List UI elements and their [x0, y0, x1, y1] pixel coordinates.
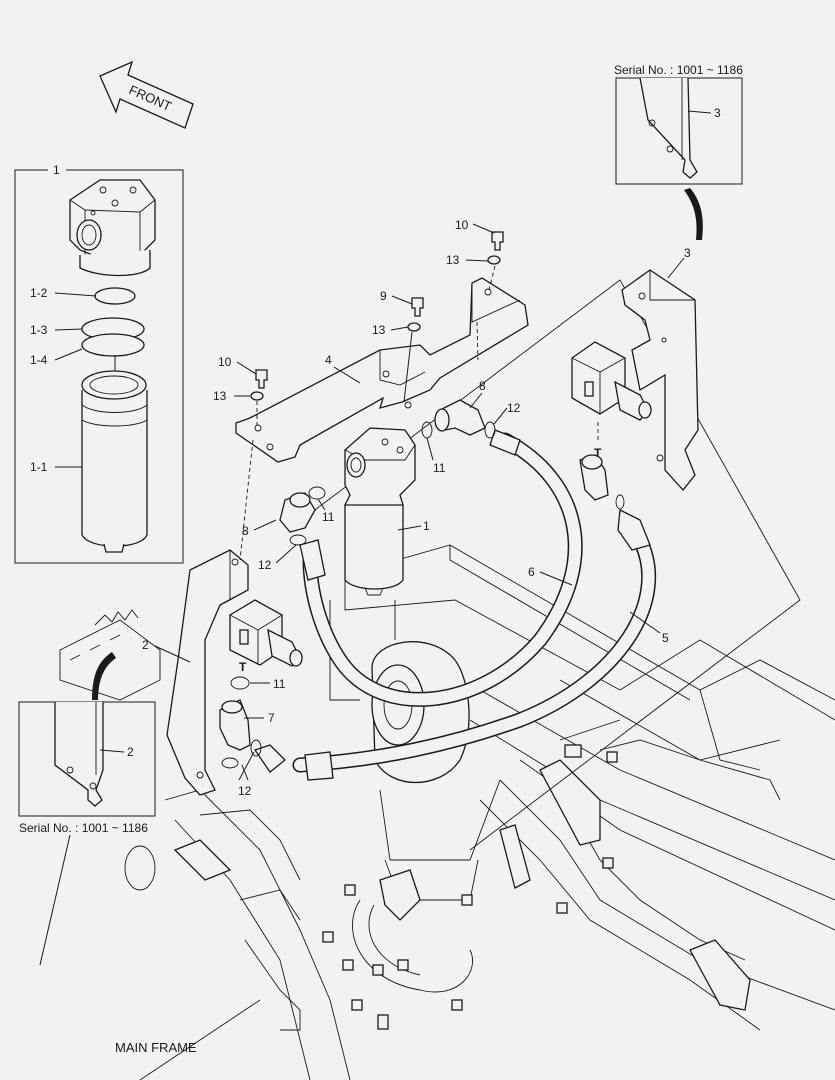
front-direction-arrow: FRONT — [99, 60, 194, 129]
bracket-4 — [235, 277, 529, 463]
callout-8-left: 8 — [242, 524, 249, 538]
callout-2: 2 — [142, 638, 149, 652]
serial-label-bottom: Serial No. : 1001 ~ 1186 — [19, 821, 148, 835]
callout-7: 7 — [268, 711, 275, 725]
bolt-10-top — [491, 231, 504, 251]
callout-3: 3 — [684, 246, 691, 260]
callout-13-mid: 13 — [372, 323, 386, 337]
serial-label-top: Serial No. : 1001 ~ 1186 — [614, 63, 743, 77]
bottom-inset-part-2: 2 — [127, 745, 134, 759]
o-ring-11-c — [230, 676, 250, 690]
callout-10-left: 10 — [218, 355, 232, 369]
callout-12-mid: 12 — [258, 558, 272, 572]
callout-labels: 10 13 9 13 10 13 4 3 8 12 11 11 8 1 12 6… — [142, 218, 691, 798]
callout-1: 1 — [423, 519, 430, 533]
o-ring-12-c — [250, 739, 262, 757]
leader-lines — [154, 223, 685, 781]
o-ring-11-b — [308, 486, 326, 500]
top-inset-part-3: 3 — [714, 106, 721, 120]
inset-part-number: 1 — [53, 163, 60, 177]
callout-13-left: 13 — [213, 389, 227, 403]
tank-mark-left: T — [239, 660, 247, 674]
callout-1-1: 1-1 — [30, 460, 48, 474]
main-frame-label: MAIN FRAME — [115, 1040, 197, 1055]
serial-inset-top-right: Serial No. : 1001 ~ 1186 3 — [614, 63, 743, 240]
filter-element-1-1 — [81, 390, 148, 547]
bolt-10-left — [255, 369, 268, 389]
o-ring-1-4 — [81, 333, 145, 357]
o-ring-12-b — [289, 534, 307, 546]
washer-13-top — [487, 255, 501, 265]
callout-8-right: 8 — [479, 379, 486, 393]
callout-11-right: 11 — [433, 461, 446, 475]
callout-10-top: 10 — [455, 218, 469, 232]
bracket-2: T — [166, 549, 303, 796]
washer-13-mid — [407, 322, 421, 332]
frame-bolts — [322, 744, 618, 1030]
callout-12-left: 12 — [238, 784, 252, 798]
o-ring-12-a — [484, 421, 496, 439]
fittings — [219, 399, 625, 773]
o-ring-1-2 — [94, 287, 136, 305]
callout-9: 9 — [380, 289, 387, 303]
elbow-8-right — [439, 399, 486, 436]
bolt-9 — [411, 297, 424, 317]
filter-assembly-1 — [343, 427, 416, 596]
callout-1-4: 1-4 — [30, 353, 48, 367]
callout-6: 6 — [528, 565, 535, 579]
serial-inset-bottom-left: Serial No. : 1001 ~ 1186 2 — [18, 652, 156, 966]
bolts-washers — [239, 231, 504, 561]
filter-detail-inset: 1 1-2 1-3 1-4 1-1 — [14, 163, 184, 564]
callout-4: 4 — [325, 353, 332, 367]
washer-13-left — [250, 391, 264, 401]
hoses — [292, 429, 657, 781]
callout-11-mid: 11 — [322, 510, 335, 524]
callout-1-3: 1-3 — [30, 323, 48, 337]
callout-1-2: 1-2 — [30, 286, 48, 300]
callout-12-right: 12 — [507, 401, 521, 415]
bracket-3: T — [571, 269, 699, 492]
callout-11-left: 11 — [273, 677, 286, 691]
o-ring-11-a — [421, 421, 433, 439]
tank-mark-right: T — [594, 446, 602, 460]
callout-13-top: 13 — [446, 253, 460, 267]
callout-5: 5 — [662, 631, 669, 645]
